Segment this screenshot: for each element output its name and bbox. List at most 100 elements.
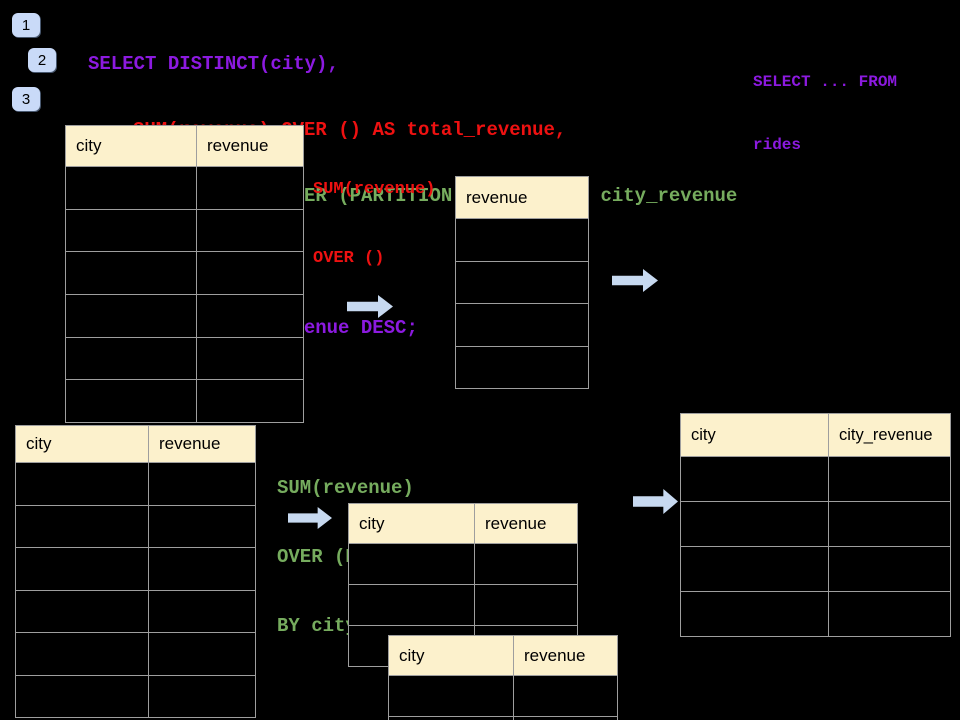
window-total-label-line-1: SUM(revenue) — [313, 180, 436, 199]
empty-cell — [196, 336, 304, 381]
empty-cell — [513, 716, 618, 720]
right-arrow-icon — [612, 269, 658, 292]
table-total-revenue-result: revenue — [455, 176, 589, 389]
table-row — [388, 675, 618, 717]
empty-cell — [148, 632, 256, 676]
empty-cell — [15, 547, 149, 591]
empty-cell — [148, 504, 256, 548]
sql-line-select: SELECT DISTINCT(city), — [88, 53, 339, 75]
empty-cell — [148, 589, 256, 633]
column-header: revenue — [474, 503, 578, 544]
header-row: revenue — [455, 176, 589, 219]
empty-cell — [348, 584, 475, 626]
window-partition-label-line-1: SUM(revenue) — [277, 477, 414, 499]
empty-cell — [680, 546, 829, 592]
table-row — [680, 591, 951, 637]
empty-cell — [680, 501, 829, 547]
empty-cell — [828, 456, 951, 502]
empty-cell — [455, 260, 589, 304]
table-row — [680, 546, 951, 592]
column-header: city — [348, 503, 475, 544]
step-badge-1: 1 — [12, 13, 40, 37]
corner-note: SELECT ... FROM rides — [753, 30, 897, 198]
empty-cell — [828, 591, 951, 637]
empty-cell — [196, 294, 304, 338]
table-row — [65, 208, 304, 253]
empty-cell — [148, 462, 256, 506]
empty-cell — [196, 166, 304, 210]
empty-cell — [513, 675, 618, 717]
table-row — [65, 294, 304, 338]
table-row — [15, 462, 256, 506]
column-header: revenue — [196, 125, 304, 167]
table-row — [15, 589, 256, 633]
empty-cell — [65, 251, 197, 296]
table-row — [348, 543, 578, 585]
table-row — [15, 632, 256, 676]
right-arrow-icon — [633, 489, 678, 514]
empty-cell — [388, 675, 514, 717]
empty-cell — [65, 336, 197, 381]
column-header: city — [680, 413, 829, 457]
table-row — [680, 501, 951, 547]
empty-cell — [474, 584, 578, 626]
corner-note-line-2: rides — [753, 136, 802, 154]
empty-cell — [455, 303, 589, 347]
column-header: revenue — [455, 176, 589, 219]
empty-cell — [680, 456, 829, 502]
column-header: city — [65, 125, 197, 167]
table-row — [388, 716, 618, 720]
empty-cell — [15, 462, 149, 506]
step-badge-3: 3 — [12, 87, 40, 111]
column-header: city_revenue — [828, 413, 951, 457]
column-header: revenue — [148, 425, 256, 463]
table-row — [65, 251, 304, 296]
empty-cell — [65, 166, 197, 210]
empty-cell — [680, 591, 829, 637]
empty-cell — [148, 674, 256, 718]
empty-cell — [148, 547, 256, 591]
table-row — [15, 674, 256, 718]
step-badge-2: 2 — [28, 48, 56, 72]
right-arrow-icon — [288, 507, 332, 529]
table-row — [455, 218, 589, 262]
empty-cell — [828, 546, 951, 592]
right-arrow-icon — [347, 295, 393, 318]
corner-note-line-1: SELECT ... FROM — [753, 73, 898, 91]
table-row — [455, 345, 589, 389]
empty-cell — [65, 294, 197, 338]
empty-cell — [196, 251, 304, 296]
empty-cell — [348, 543, 475, 585]
column-header: city — [15, 425, 149, 463]
table-row — [455, 303, 589, 347]
table-row — [348, 584, 578, 626]
empty-cell — [15, 589, 149, 633]
column-header: city — [388, 635, 514, 676]
empty-cell — [388, 716, 514, 720]
empty-cell — [474, 543, 578, 585]
table-row — [455, 260, 589, 304]
empty-cell — [65, 379, 197, 424]
empty-cell — [196, 208, 304, 253]
empty-cell — [15, 504, 149, 548]
window-total-label-line-2: OVER () — [313, 249, 385, 268]
empty-cell — [15, 632, 149, 676]
table-row — [65, 379, 304, 424]
table-row — [680, 456, 951, 502]
empty-cell — [196, 379, 304, 424]
table-row — [65, 166, 304, 210]
empty-cell — [455, 345, 589, 389]
table-row — [15, 504, 256, 548]
window-total-label: SUM(revenue) OVER () — [313, 132, 435, 316]
empty-cell — [65, 208, 197, 253]
